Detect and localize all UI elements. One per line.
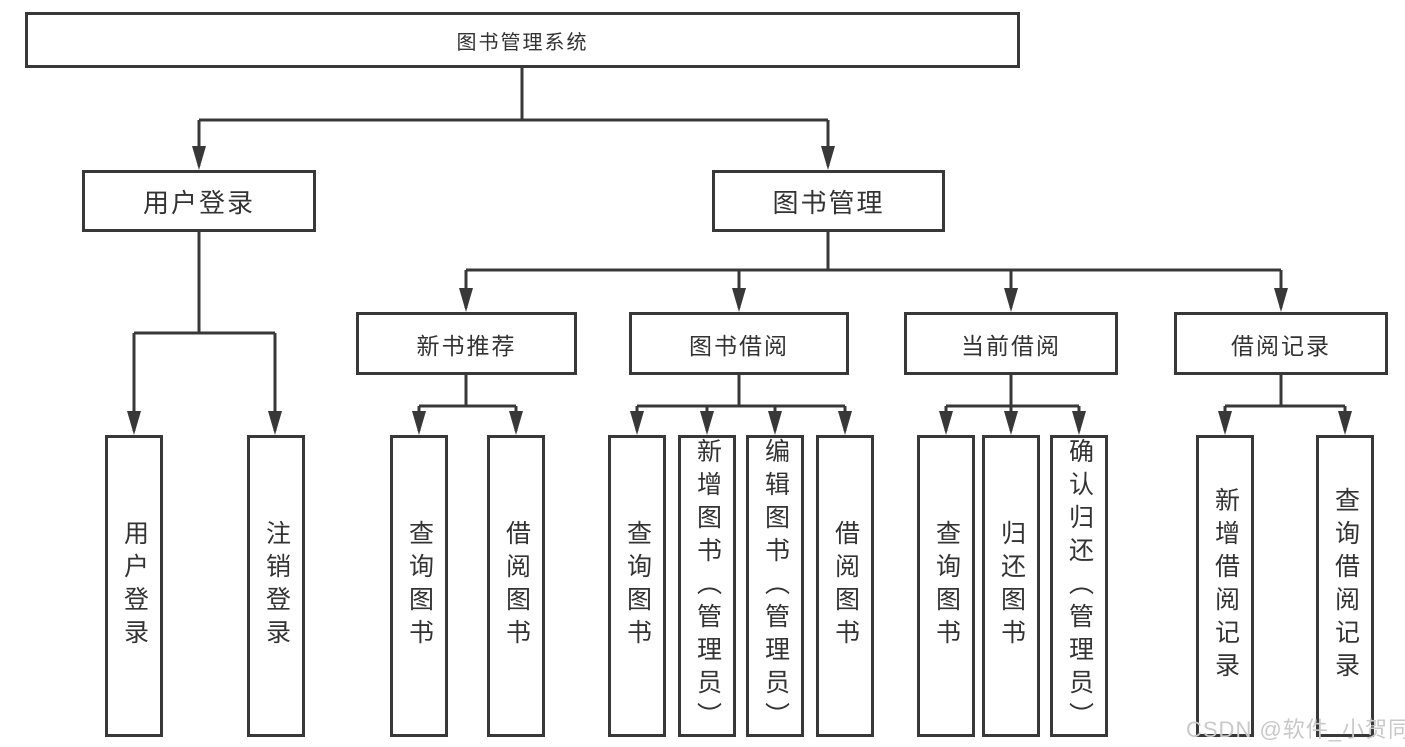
node-label: 当前借阅 — [961, 332, 1061, 359]
node-label: 查询图书 — [932, 520, 961, 652]
leaf-query-books-borrow: 查询图书 — [608, 435, 666, 737]
node-label: 确认归还（管理员） — [1065, 437, 1094, 735]
leaf-user-login: 用户登录 — [105, 435, 163, 737]
node-label: 归还图书 — [997, 520, 1026, 652]
leaf-query-borrow-record: 查询借阅记录 — [1316, 435, 1374, 737]
node-label: 新增图书（管理员） — [693, 437, 722, 735]
node-label: 新增借阅记录 — [1211, 487, 1240, 685]
node-label: 查询图书 — [405, 520, 434, 652]
node-label: 用户登录 — [142, 187, 255, 218]
node-label: 编辑图书（管理员） — [761, 437, 790, 735]
node-label: 借阅图书 — [502, 520, 531, 652]
leaf-add-book-admin: 新增图书（管理员） — [678, 435, 736, 737]
node-label: 图书管理系统 — [456, 31, 589, 54]
csdn-watermark: CSDN @软件_小贺同学 — [1186, 717, 1405, 742]
node-label: 新书推荐 — [416, 332, 517, 359]
leaf-add-borrow-record: 新增借阅记录 — [1196, 435, 1254, 737]
node-current-borrowing: 当前借阅 — [904, 312, 1118, 375]
leaf-logout: 注销登录 — [247, 435, 305, 737]
node-label: 借阅记录 — [1231, 332, 1331, 359]
node-borrowing-records: 借阅记录 — [1174, 312, 1388, 375]
node-book-management: 图书管理 — [712, 170, 945, 232]
node-label: 借阅图书 — [831, 520, 860, 652]
connector-paths — [132, 68, 1347, 431]
leaf-confirm-return-admin: 确认归还（管理员） — [1050, 435, 1108, 737]
leaf-query-books-current: 查询图书 — [917, 435, 975, 737]
node-label: 查询借阅记录 — [1331, 487, 1360, 685]
leaf-query-books-recommend: 查询图书 — [390, 435, 448, 737]
leaf-return-book: 归还图书 — [982, 435, 1040, 737]
node-user-login: 用户登录 — [82, 170, 316, 232]
node-label: 用户登录 — [120, 520, 149, 652]
leaf-borrow-books-recommend: 借阅图书 — [487, 435, 545, 737]
node-label: 图书管理 — [772, 187, 885, 218]
leaf-borrow-books: 借阅图书 — [816, 435, 874, 737]
node-library-management-system: 图书管理系统 — [25, 12, 1020, 68]
leaf-edit-book-admin: 编辑图书（管理员） — [746, 435, 804, 737]
node-label: 查询图书 — [623, 520, 652, 652]
node-new-book-recommendation: 新书推荐 — [356, 312, 577, 375]
arrowhead-icons — [127, 146, 1352, 435]
node-label: 图书借阅 — [689, 332, 789, 359]
node-label: 注销登录 — [262, 520, 291, 652]
node-book-borrowing: 图书借阅 — [629, 312, 849, 375]
